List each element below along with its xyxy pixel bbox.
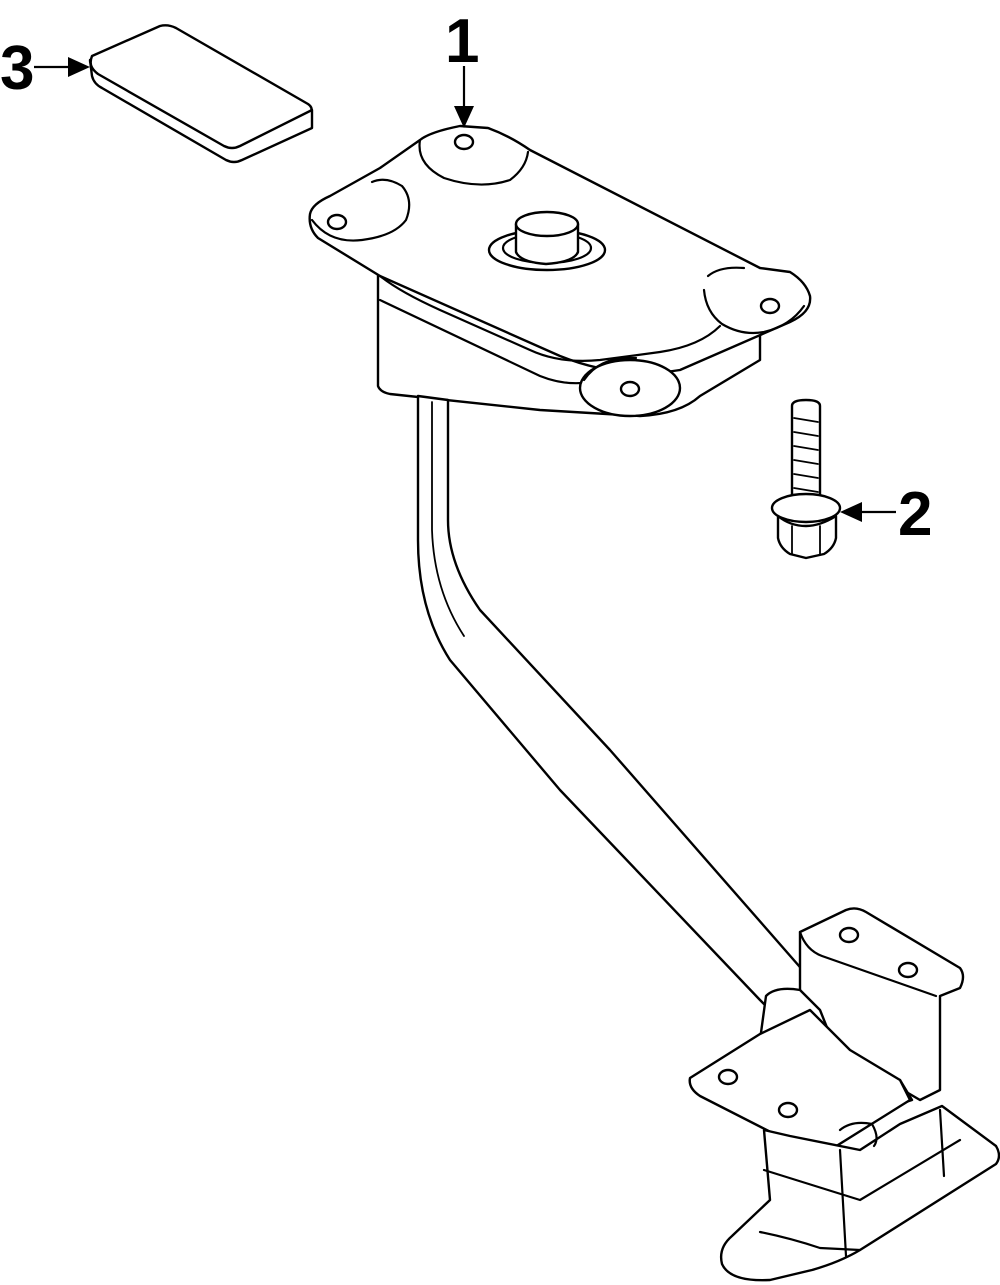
pad-part (88, 24, 314, 164)
callout-1-arrowhead (454, 106, 474, 128)
carrier-part (308, 124, 1000, 1282)
callout-2-label: 2 (898, 480, 932, 549)
callout-3: 3 (0, 34, 90, 103)
callout-2-arrowhead (840, 502, 862, 522)
callout-1: 1 (445, 7, 479, 128)
callout-3-arrowhead (68, 57, 90, 77)
callout-2: 2 (840, 480, 932, 549)
bolt-part (770, 398, 842, 560)
callout-3-label: 3 (0, 34, 34, 103)
callout-1-label: 1 (445, 7, 479, 76)
